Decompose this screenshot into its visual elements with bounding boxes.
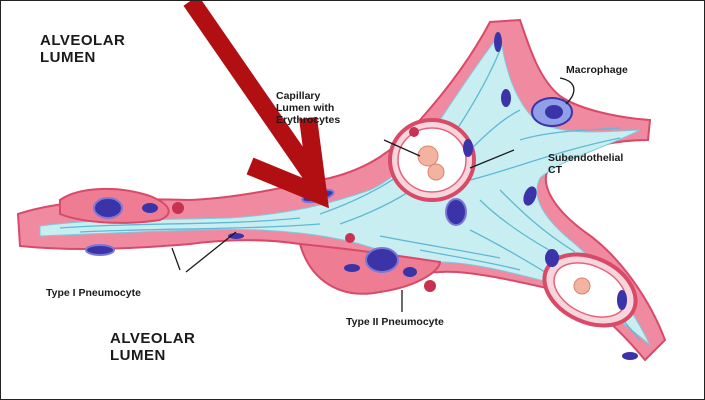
label-subendothelial-ct: Subendothelial CT	[548, 152, 623, 176]
label-type2-pneumocyte: Type II Pneumocyte	[346, 316, 444, 328]
label-type1-pneumocyte: Type I Pneumocyte	[46, 287, 141, 299]
erythrocyte	[428, 164, 444, 180]
erythrocyte	[418, 146, 438, 166]
erythrocyte	[574, 278, 590, 294]
label-macrophage: Macrophage	[566, 64, 628, 76]
macrophage-nucleus	[545, 105, 563, 119]
label-alveolar-lumen-top: ALVEOLAR LUMEN	[40, 32, 125, 67]
label-capillary-lumen: Capillary Lumen with Erythrocytes	[276, 90, 340, 126]
label-alveolar-lumen-bottom: ALVEOLAR LUMEN	[110, 330, 195, 365]
